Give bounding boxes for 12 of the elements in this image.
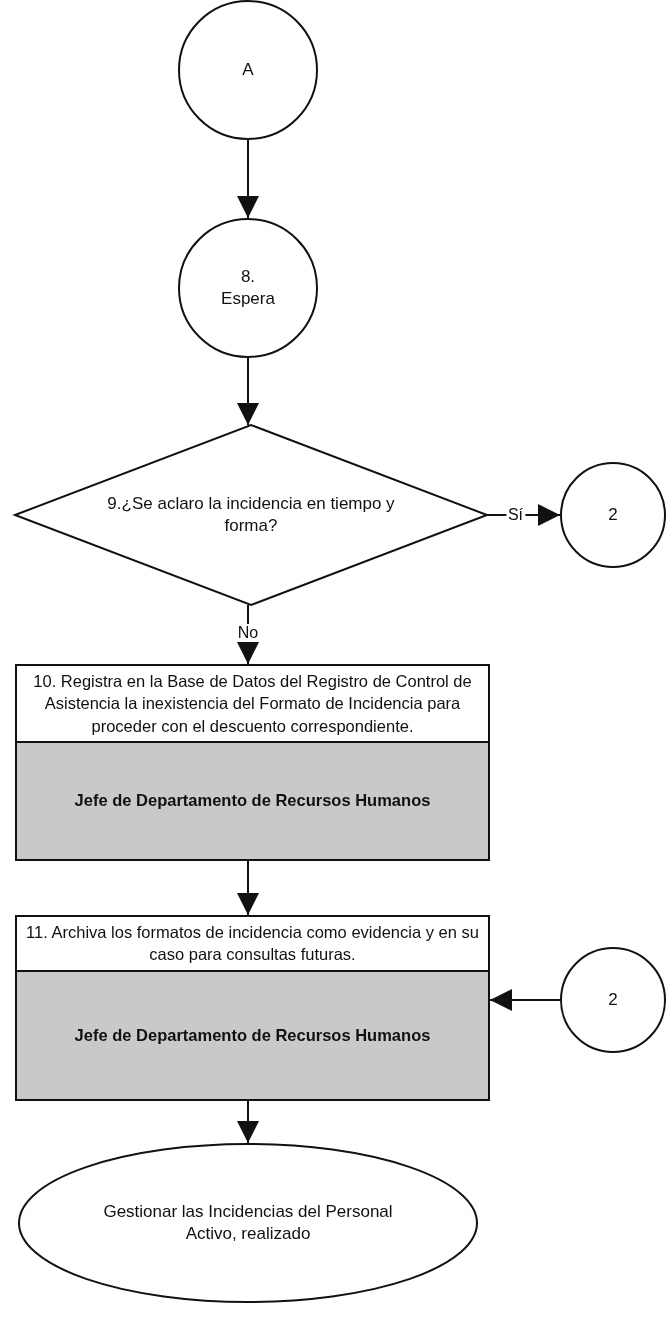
role-label: Jefe de Departamento de Recursos Humanos (17, 969, 488, 1099)
step-description: 10. Registra en la Base de Datos del Registro de Control de Asistencia la inexistencia del Formato de Incidencia para proceder con el descuento correspondiente. (32, 671, 473, 737)
process-box (15, 664, 490, 861)
process-box (15, 915, 490, 1101)
node-label: A (242, 58, 254, 81)
step-description: 11. Archiva los formatos de incidencia como evidencia y en su caso para consultas futuras. (25, 922, 480, 966)
node-label: 2 (608, 988, 618, 1011)
node-label: 2 (608, 503, 618, 526)
node-label: 8. Espera (220, 265, 276, 310)
role-label: Jefe de Departamento de Recursos Humanos (17, 740, 488, 859)
node-label: 9.¿Se aclaro la incidencia en tiempo y forma? (106, 492, 396, 537)
node-label: Gestionar las Incidencias del Personal Activo, realizado (102, 1200, 394, 1245)
